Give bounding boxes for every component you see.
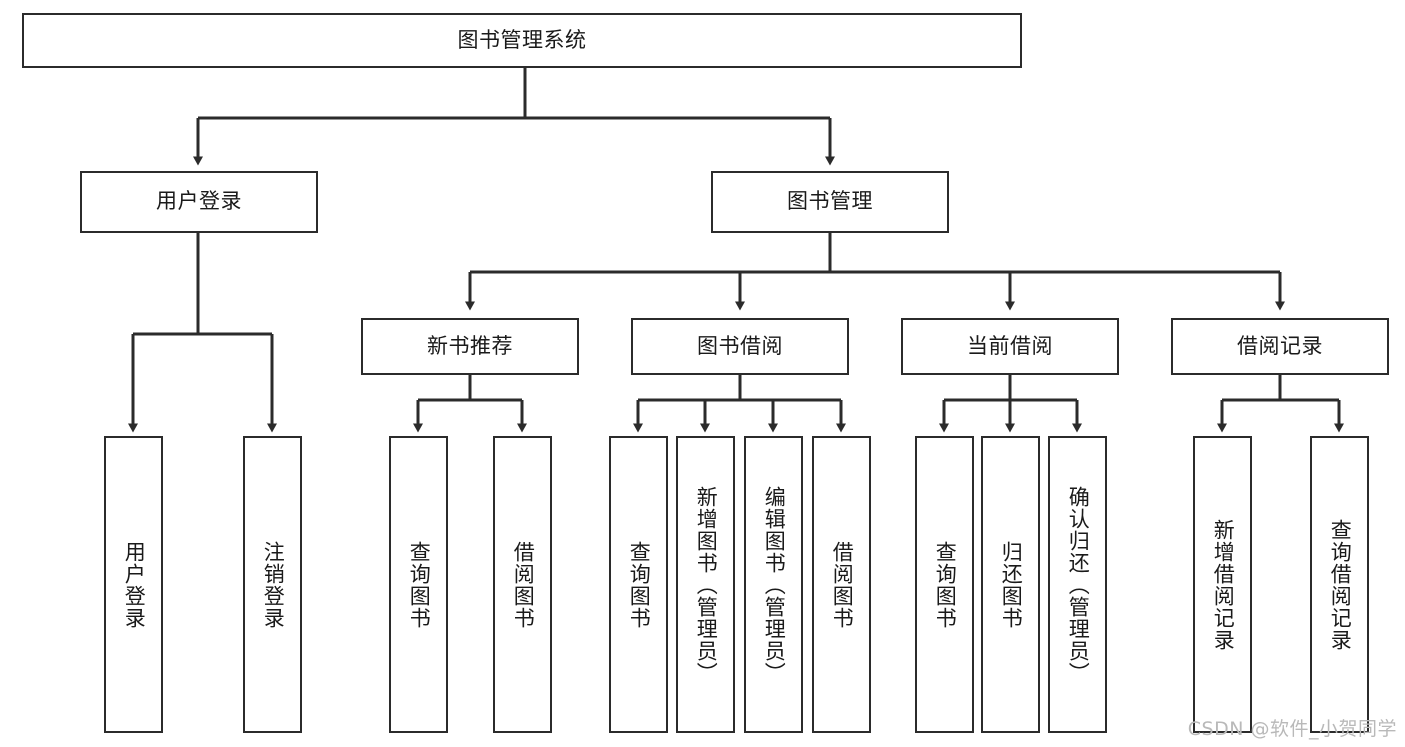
node-label: 查询图书	[627, 540, 652, 629]
node-label: 借阅图书	[830, 540, 855, 629]
node-label: 注销登录	[261, 540, 286, 629]
leaf-new-book-1[interactable]: 查询图书	[389, 436, 448, 733]
leaf-current-borrow-1[interactable]: 查询图书	[915, 436, 974, 733]
leaf-current-borrow-3[interactable]: 确认归还（管理员）	[1048, 436, 1107, 733]
node-borrow-record[interactable]: 借阅记录	[1171, 318, 1389, 375]
node-label: 图书管理	[787, 189, 873, 214]
node-label: 借阅记录	[1237, 333, 1323, 358]
node-label: 查询图书	[407, 540, 432, 629]
node-label: 新书推荐	[427, 333, 513, 358]
node-book-management[interactable]: 图书管理	[711, 171, 949, 233]
node-book-borrow[interactable]: 图书借阅	[631, 318, 849, 375]
node-label: 查询图书	[933, 540, 958, 629]
leaf-borrow-book-2[interactable]: 新增图书（管理员）	[676, 436, 735, 733]
leaf-borrow-book-4[interactable]: 借阅图书	[812, 436, 871, 733]
node-label: 编辑图书（管理员）	[762, 485, 787, 684]
leaf-current-borrow-2[interactable]: 归还图书	[981, 436, 1040, 733]
node-label: 新增图书（管理员）	[694, 485, 719, 684]
node-label: 确认归还（管理员）	[1066, 485, 1091, 684]
leaf-new-book-2[interactable]: 借阅图书	[493, 436, 552, 733]
node-new-book-recommend[interactable]: 新书推荐	[361, 318, 579, 375]
node-user-login[interactable]: 用户登录	[80, 171, 318, 233]
node-label: 图书借阅	[697, 333, 783, 358]
leaf-user-login-2[interactable]: 注销登录	[243, 436, 302, 733]
leaf-borrow-book-1[interactable]: 查询图书	[609, 436, 668, 733]
node-current-borrow[interactable]: 当前借阅	[901, 318, 1119, 375]
node-label: 图书管理系统	[457, 27, 587, 52]
node-label: 新增借阅记录	[1211, 518, 1236, 651]
node-root-book-management-system[interactable]: 图书管理系统	[22, 13, 1022, 68]
node-label: 归还图书	[999, 540, 1024, 629]
node-label: 借阅图书	[511, 540, 536, 629]
node-label: 用户登录	[156, 189, 242, 214]
node-label: 查询借阅记录	[1328, 518, 1353, 651]
leaf-borrow-record-1[interactable]: 新增借阅记录	[1193, 436, 1252, 733]
node-label: 用户登录	[122, 540, 147, 629]
leaf-borrow-record-2[interactable]: 查询借阅记录	[1310, 436, 1369, 733]
leaf-borrow-book-3[interactable]: 编辑图书（管理员）	[744, 436, 803, 733]
leaf-user-login-1[interactable]: 用户登录	[104, 436, 163, 733]
node-label: 当前借阅	[967, 333, 1053, 358]
